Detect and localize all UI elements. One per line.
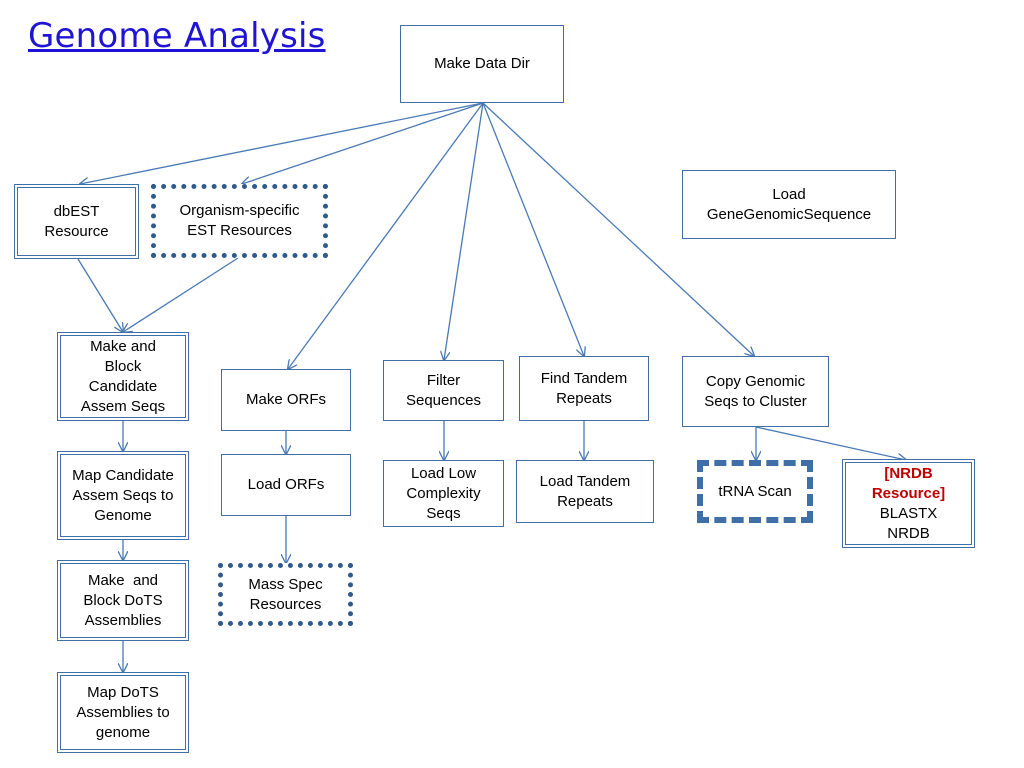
mass-spec-box: Mass Spec Resources	[218, 563, 353, 626]
arrow-data-dir-to-dbest	[80, 102, 484, 184]
arrow-organism-to-make-block	[123, 257, 239, 332]
arrow-dbest-to-make-block	[77, 258, 123, 332]
mass-spec-label: Mass Spec Resources	[248, 575, 323, 613]
find-tandem-repeats-box: Find Tandem Repeats	[519, 356, 649, 421]
organism-specific-est-box: Organism-specific EST Resources	[151, 184, 328, 258]
make-data-dir-box: Make Data Dir	[400, 25, 564, 103]
find-tandem-repeats-label: Find Tandem Repeats	[540, 369, 628, 407]
arrow-data-dir-to-copy-genomic	[482, 102, 754, 356]
blastx-nrdb-label: BLASTX NRDB	[879, 504, 938, 542]
arrow-copy-genomic-to-nrdb	[755, 426, 906, 460]
load-orfs-label: Load ORFs	[247, 476, 325, 493]
load-tandem-repeats-label: Load Tandem Repeats	[539, 472, 631, 510]
nrdb-resource-label: [NRDB Resource]	[871, 464, 946, 502]
make-orfs-label: Make ORFs	[245, 391, 326, 408]
load-gene-genomic-sequence-box: Load GeneGenomicSequence	[682, 170, 896, 239]
organism-specific-est-label: Organism-specific EST Resources	[179, 202, 300, 239]
page-title: Genome Analysis	[28, 16, 326, 56]
map-candidate-label: Map Candidate Assem Seqs to Genome	[72, 466, 174, 524]
arrow-data-dir-to-make-orfs	[288, 102, 484, 369]
make-block-dots-box: Make and Block DoTS Assemblies	[57, 560, 189, 641]
map-dots-box: Map DoTS Assemblies to genome	[57, 672, 189, 753]
make-orfs-box: Make ORFs	[221, 369, 351, 431]
filter-sequences-box: Filter Sequences	[383, 360, 504, 421]
load-low-complexity-box: Load Low Complexity Seqs	[383, 460, 504, 527]
map-dots-label: Map DoTS Assemblies to genome	[76, 683, 170, 741]
trna-scan-label: tRNA Scan	[718, 482, 792, 500]
make-block-candidate-box: Make and Block Candidate Assem Seqs	[57, 332, 189, 421]
nrdb-resource-box: [NRDB Resource] BLASTX NRDB	[842, 459, 975, 548]
dbest-resource-label: dbEST Resource	[44, 202, 109, 240]
arrow-data-dir-to-find-tandem	[482, 102, 584, 356]
make-data-dir-label: Make Data Dir	[434, 55, 530, 72]
load-tandem-repeats-box: Load Tandem Repeats	[516, 460, 654, 523]
load-gene-genomic-sequence-label: Load GeneGenomicSequence	[706, 185, 872, 223]
dbest-resource-box: dbEST Resource	[14, 184, 139, 259]
map-candidate-box: Map Candidate Assem Seqs to Genome	[57, 451, 189, 540]
arrow-data-dir-to-organism-est	[242, 102, 484, 184]
filter-sequences-label: Filter Sequences	[405, 371, 482, 409]
load-orfs-box: Load ORFs	[221, 454, 351, 516]
make-block-dots-label: Make and Block DoTS Assemblies	[83, 571, 166, 629]
make-block-candidate-label: Make and Block Candidate Assem Seqs	[80, 337, 166, 415]
copy-genomic-seqs-label: Copy Genomic Seqs to Cluster	[704, 372, 807, 410]
copy-genomic-seqs-box: Copy Genomic Seqs to Cluster	[682, 356, 829, 427]
trna-scan-box: tRNA Scan	[697, 460, 813, 523]
arrow-data-dir-to-filter	[444, 102, 484, 360]
load-low-complexity-label: Load Low Complexity Seqs	[406, 464, 481, 522]
